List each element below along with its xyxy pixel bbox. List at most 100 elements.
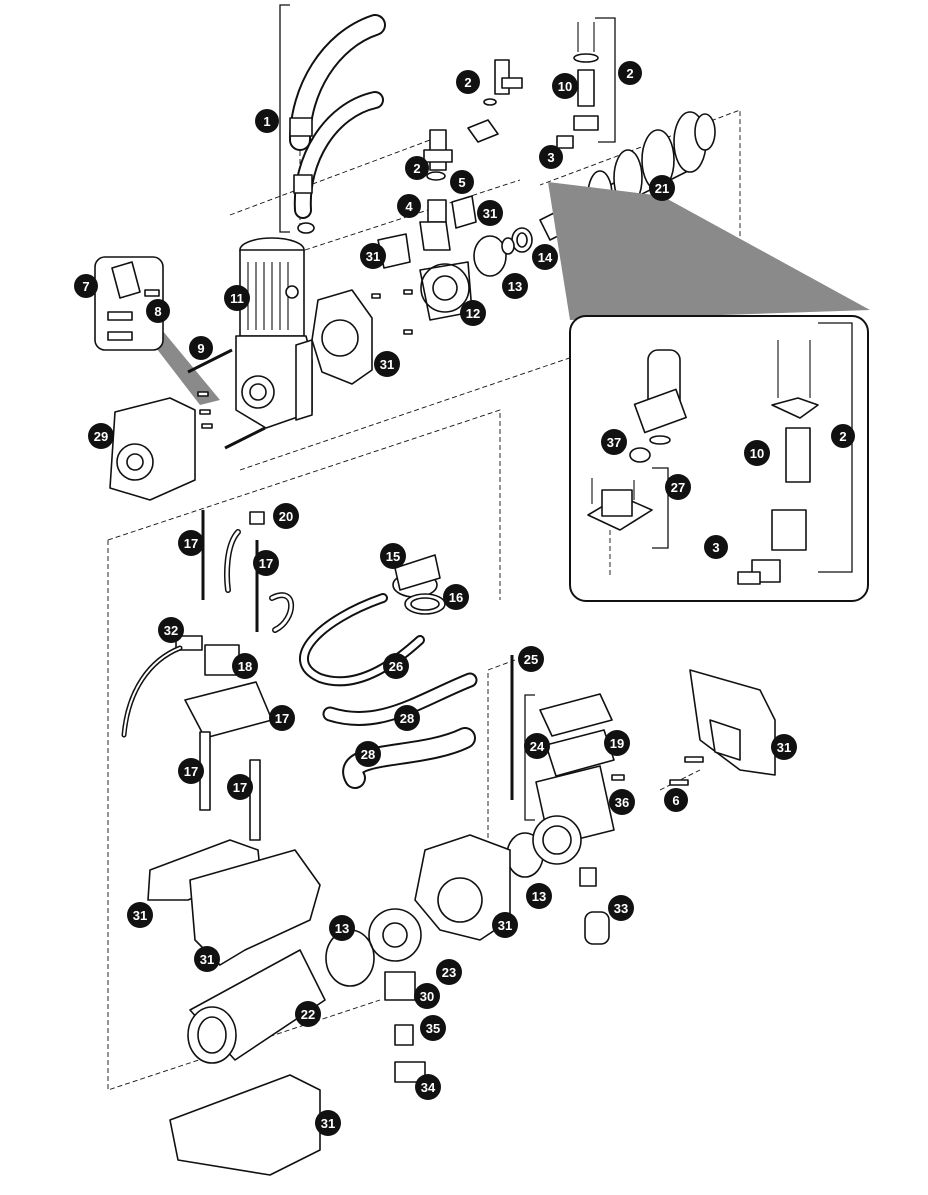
lid-and-seal (392, 554, 446, 615)
detail-inset (569, 315, 869, 602)
callout-badge (436, 959, 462, 985)
callout-number: 10 (750, 446, 764, 461)
callout-badge (255, 109, 279, 133)
callout-number: 23 (442, 965, 456, 980)
callout-badge (771, 734, 797, 760)
callout-badge (604, 730, 630, 756)
callout-badge (477, 200, 503, 226)
callout-8: 8 (146, 299, 170, 323)
callout-number: 10 (558, 79, 572, 94)
callout-number: 1 (263, 114, 270, 129)
callout-badge (492, 912, 518, 938)
callout-number: 13 (508, 279, 522, 294)
callout-number: 5 (458, 175, 465, 190)
callout-32: 32 (158, 617, 184, 643)
callout-number: 4 (405, 199, 413, 214)
callout-13: 13 (329, 915, 355, 941)
callout-24: 24 (524, 733, 550, 759)
callout-number: 18 (238, 659, 252, 674)
callout-31: 31 (127, 902, 153, 928)
callout-35: 35 (420, 1015, 446, 1041)
callout-7: 7 (74, 274, 98, 298)
callout-31: 31 (315, 1110, 341, 1136)
callout-10: 10 (552, 73, 578, 99)
callout-number: 29 (94, 429, 108, 444)
callout-number: 31 (777, 740, 791, 755)
callout-number: 24 (530, 739, 545, 754)
callout-badge (420, 1015, 446, 1041)
callout-number: 31 (498, 918, 512, 933)
callout-15: 15 (380, 543, 406, 569)
callout-31: 31 (194, 946, 220, 972)
motor-bolts (187, 348, 266, 450)
callout-2: 2 (618, 61, 642, 85)
valve-cluster (371, 129, 533, 335)
callout-badge (601, 429, 627, 455)
callout-20: 20 (273, 503, 299, 529)
callout-5: 5 (450, 170, 474, 194)
callout-number: 36 (615, 795, 629, 810)
housing-cover (109, 397, 196, 501)
callout-number: 16 (449, 590, 463, 605)
callout-badge (189, 336, 213, 360)
callout-badge (360, 243, 386, 269)
callout-18: 18 (232, 653, 258, 679)
callout-12: 12 (460, 300, 486, 326)
callout-31: 31 (771, 734, 797, 760)
callout-31: 31 (492, 912, 518, 938)
callout-37: 37 (601, 429, 627, 455)
callout-number: 2 (626, 66, 633, 81)
callout-21: 21 (649, 175, 675, 201)
callout-number: 17 (184, 764, 198, 779)
callout-4: 4 (397, 194, 421, 218)
callout-10: 10 (744, 440, 770, 466)
callout-17: 17 (227, 774, 253, 800)
callout-number: 3 (712, 540, 719, 555)
callout-19: 19 (604, 730, 630, 756)
group-2-bracket-top (595, 17, 616, 143)
callout-29: 29 (88, 423, 114, 449)
callout-16: 16 (443, 584, 469, 610)
seal-and-flange (506, 815, 610, 945)
callout-33: 33 (608, 895, 634, 921)
callout-number: 37 (607, 435, 621, 450)
callout-30: 30 (414, 983, 440, 1009)
callout-number: 19 (610, 736, 624, 751)
callout-badge (380, 543, 406, 569)
callout-badge (269, 705, 295, 731)
callout-badge (178, 758, 204, 784)
callout-number: 17 (233, 780, 247, 795)
callout-badge (649, 175, 675, 201)
callout-number: 31 (200, 952, 214, 967)
callout-badge (664, 788, 688, 812)
callout-badge (405, 156, 429, 180)
small-parts-inset (94, 256, 220, 405)
motor (235, 237, 313, 429)
callout-badge (456, 70, 480, 94)
drain-hoses (289, 14, 386, 234)
callout-badge (329, 915, 355, 941)
callout-25: 25 (518, 646, 544, 672)
lower-housing-parts (147, 834, 511, 1176)
callout-6: 6 (664, 788, 688, 812)
callout-number: 31 (483, 206, 497, 221)
callout-number: 35 (426, 1021, 440, 1036)
callout-badge (450, 170, 474, 194)
callout-badge (608, 895, 634, 921)
callout-number: 15 (386, 549, 400, 564)
callout-badge (224, 285, 250, 311)
callout-number: 31 (366, 249, 380, 264)
right-end-bracket (669, 669, 776, 786)
callout-number: 21 (655, 181, 669, 196)
callout-badge (127, 902, 153, 928)
callout-34: 34 (415, 1074, 441, 1100)
callout-badge (443, 584, 469, 610)
callout-badge (74, 274, 98, 298)
callout-badge (158, 617, 184, 643)
callout-badge (526, 883, 552, 909)
callout-17: 17 (178, 758, 204, 784)
callout-number: 20 (279, 509, 293, 524)
callout-23: 23 (436, 959, 462, 985)
callout-badge (397, 194, 421, 218)
